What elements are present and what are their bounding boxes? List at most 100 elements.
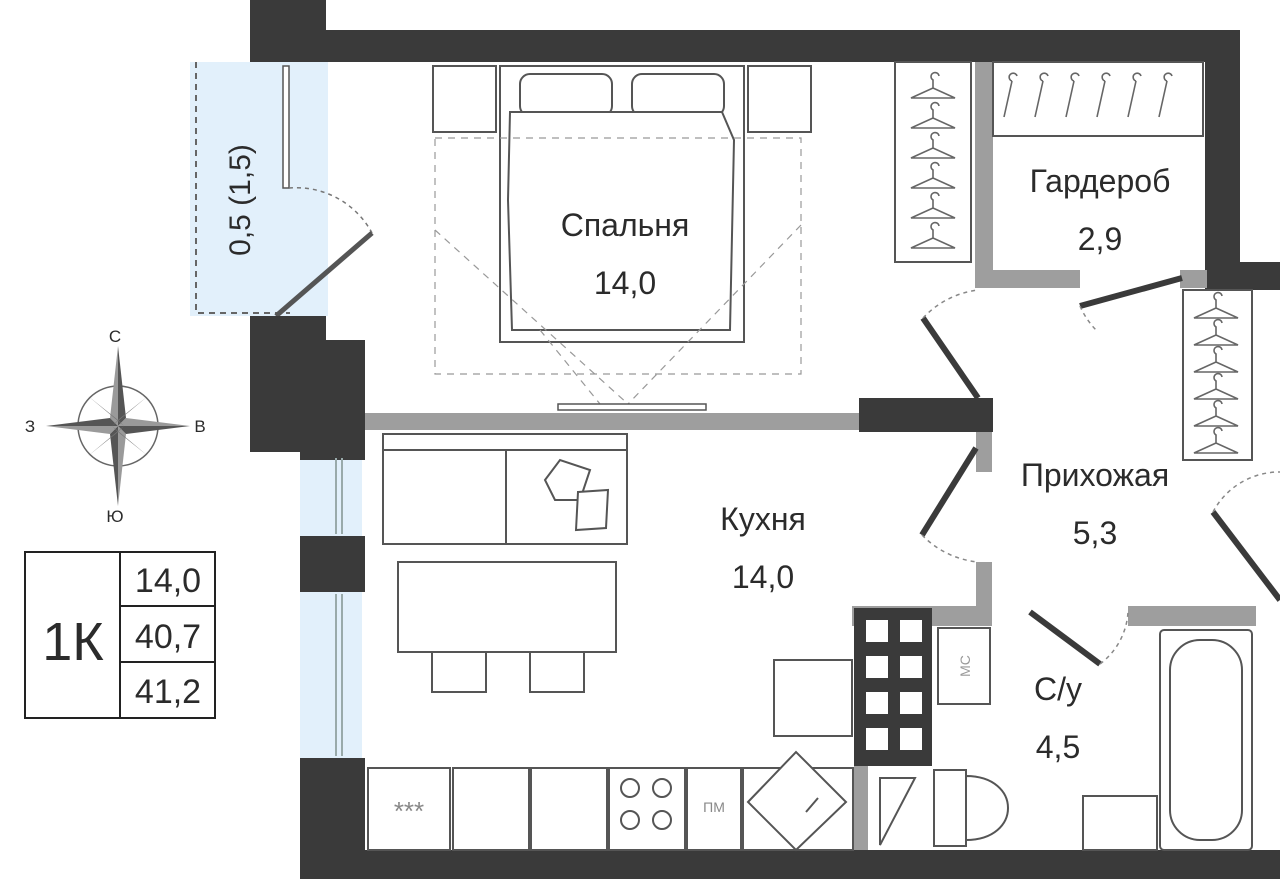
washing-machine-label: МС [957,655,973,677]
hanger-icon [910,71,956,99]
chair [431,651,487,693]
hallway-area: 5,3 [1073,515,1117,551]
vent-cell [866,620,888,642]
freezer-marks: *** [394,796,424,826]
ventilation-shaft [854,608,932,766]
entrance-door-leaf [1210,510,1280,602]
hallway-name: Прихожая [1021,457,1169,493]
kitchen-window [300,455,362,763]
wardrobe-rack-horizontal [992,61,1204,137]
vent-cell [900,620,922,642]
burner [620,778,640,798]
stove [608,767,686,851]
cushion [543,458,592,501]
total-area: 40,7 [135,618,201,656]
apartment-type: 1К [42,612,104,672]
balcony-door-leaf [274,231,374,318]
compass-east: В [194,417,205,436]
washing-machine [937,627,991,705]
dining-table [397,561,617,653]
fridge [367,767,451,851]
vent-cell [866,728,888,750]
hanger-icon [1065,72,1080,118]
wardrobe-door-leaf [1079,275,1183,309]
hanger-icon [1034,72,1049,118]
hanger-icon [910,191,956,219]
riser [879,777,917,846]
kitchen-area: 14,0 [732,559,794,595]
living-area: 14,0 [135,562,201,600]
bathroom-name: С/у [1034,671,1082,707]
wardrobe-rack-vertical [894,61,972,263]
balcony-door-swing [288,186,373,234]
bedroom-area: 14,0 [594,265,656,301]
balcony-door-panel [282,65,290,189]
bedroom-name: Спальня [561,207,690,243]
pillow-right [631,73,725,117]
tv [557,403,707,411]
doors [919,275,1280,667]
balcony-area [190,62,328,316]
exterior-walls [250,0,1280,879]
vent-cell [866,656,888,678]
balcony-outline [195,62,290,314]
hanger-icon [1127,72,1142,118]
hanger-icon [1193,426,1239,454]
toilet-tank [933,769,967,847]
summary-box [24,551,216,719]
compass-west: З [25,417,35,436]
cabinet [452,767,530,851]
window-frames [335,458,343,756]
hanger-icon [1193,318,1239,346]
bedroom-door-leaf [920,316,981,400]
vent-cell [866,692,888,714]
washbasin [1082,795,1158,851]
burner [652,810,672,830]
hanger-icon [910,221,956,249]
vent-cell [900,656,922,678]
upper-cabinet [773,659,853,737]
hallway-rack [1182,289,1253,461]
compass-north: С [109,327,121,346]
balcony-area-label: 0,5 (1,5) [224,144,257,256]
wardrobe-area: 2,9 [1078,221,1122,257]
hanger-icon [1193,291,1239,319]
blanket [506,111,736,331]
hanger-icon [1003,72,1018,118]
partitions [365,62,1256,850]
hanger-icon [1193,345,1239,373]
bathroom-door-leaf [1028,609,1102,667]
burner [620,810,640,830]
bathtub-inner [1169,639,1243,841]
hanger-icon [910,101,956,129]
nightstand-right [747,65,812,133]
hanger-icon [910,131,956,159]
chair [529,651,585,693]
bathroom-area: 4,5 [1036,729,1080,765]
bedroom-furniture [432,65,812,343]
window-glazing [190,62,362,763]
hanger-icon [1193,372,1239,400]
hanger-icon [1158,72,1173,118]
wardrobe-name: Гардероб [1030,163,1171,199]
vent-cell [900,692,922,714]
tv-view-lines [434,137,802,405]
kitchen-door-leaf [919,446,979,537]
hangers [910,71,1239,454]
toilet-bowl [965,774,1009,842]
hanger-icon [1096,72,1111,118]
cushion [574,488,610,532]
nightstand-left [432,65,497,133]
dishwasher [686,767,742,851]
faucet [805,797,819,813]
cabinet [530,767,608,851]
door-swings [921,289,1280,665]
total-area-with-balcony: 41,2 [135,673,201,711]
compass-south: Ю [106,507,123,526]
kitchen-name: Кухня [720,501,806,537]
bathroom-fixtures [933,627,1253,851]
hanger-icon [910,161,956,189]
sink [746,750,848,852]
dishwasher-label: ПМ [703,799,725,815]
